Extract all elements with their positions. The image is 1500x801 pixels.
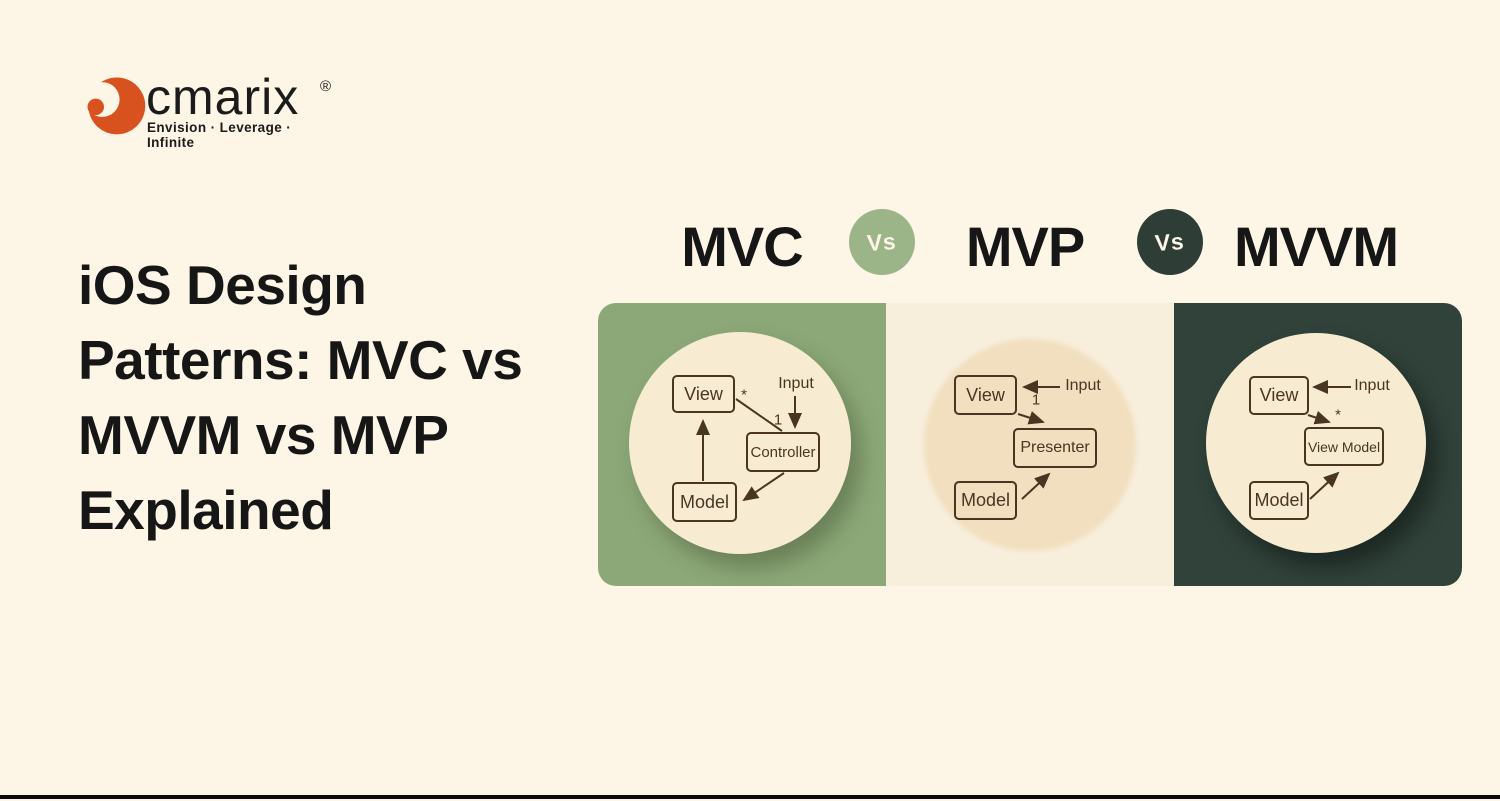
mvp-node-view: View — [954, 375, 1017, 415]
page-title-line: Explained — [78, 479, 334, 541]
cmarix-logo: cmarix ® Envision · Leverage · Infinite — [82, 69, 342, 150]
pattern-panels: View Controller Model Input * 1 View Pre… — [598, 303, 1462, 586]
page-title-line: MVVM vs MVP — [78, 404, 449, 466]
mvp-node-model: Model — [954, 481, 1017, 520]
mvvm-arrow-model-to-viewmodel — [1309, 471, 1340, 500]
vs-badge-text: Vs — [1154, 227, 1186, 256]
mvp-input-label: Input — [1065, 377, 1101, 394]
mvvm-diagram-arrows — [1307, 380, 1351, 500]
mvvm-input-label: Input — [1354, 377, 1390, 394]
vs-badge-dark: Vs — [1137, 209, 1203, 275]
mvc-multiplicity-star: * — [741, 386, 747, 404]
mvc-multiplicity-one: 1 — [773, 411, 783, 429]
brand-name: cmarix — [146, 69, 300, 125]
mvc-node-model: Model — [672, 482, 737, 522]
mvp-diagram-arrows — [1017, 380, 1060, 500]
label-mvc: MVC — [681, 215, 803, 278]
mvp-node-presenter: Presenter — [1013, 428, 1097, 468]
mvp-multiplicity-one: 1 — [1031, 391, 1041, 409]
brand-tagline: Envision · Leverage · Infinite — [147, 120, 292, 150]
mvc-node-controller: Controller — [746, 432, 820, 472]
mvvm-node-view: View — [1249, 376, 1309, 415]
mvp-arrow-model-to-presenter — [1021, 472, 1051, 500]
mvc-line-view-controller — [735, 398, 783, 432]
mvvm-node-viewmodel: View Model — [1304, 427, 1384, 466]
mvc-arrow-controller-to-model — [742, 472, 785, 502]
panel-mvvm: View View Model Model Input * — [1174, 303, 1462, 586]
vs-badge-text: Vs — [866, 227, 898, 256]
page-title-line: Patterns: MVC vs — [78, 329, 523, 391]
page-title-line: iOS Design — [78, 254, 367, 316]
page-title: iOS Design Patterns: MVC vs MVVM vs MVP … — [78, 248, 523, 548]
mvp-arrow-view-to-presenter — [1017, 411, 1045, 425]
mvc-node-view: View — [672, 375, 735, 413]
mvc-diagram-arrows — [696, 396, 802, 502]
panel-mvc: View Controller Model Input * 1 — [598, 303, 886, 586]
label-mvvm: MVVM — [1234, 215, 1399, 278]
mvc-input-label: Input — [778, 375, 814, 392]
registered-trademark-symbol: ® — [320, 78, 332, 95]
panel-mvp: View Presenter Model Input 1 — [886, 303, 1174, 586]
bottom-divider-bar — [0, 795, 1500, 799]
mvvm-node-model: Model — [1249, 481, 1309, 520]
mvvm-arrow-view-to-viewmodel — [1307, 410, 1331, 425]
cmarix-logo-icon — [84, 77, 146, 135]
mvvm-multiplicity-star: * — [1335, 406, 1341, 424]
vs-badge-green: Vs — [849, 209, 915, 275]
label-mvp: MVP — [965, 215, 1085, 278]
